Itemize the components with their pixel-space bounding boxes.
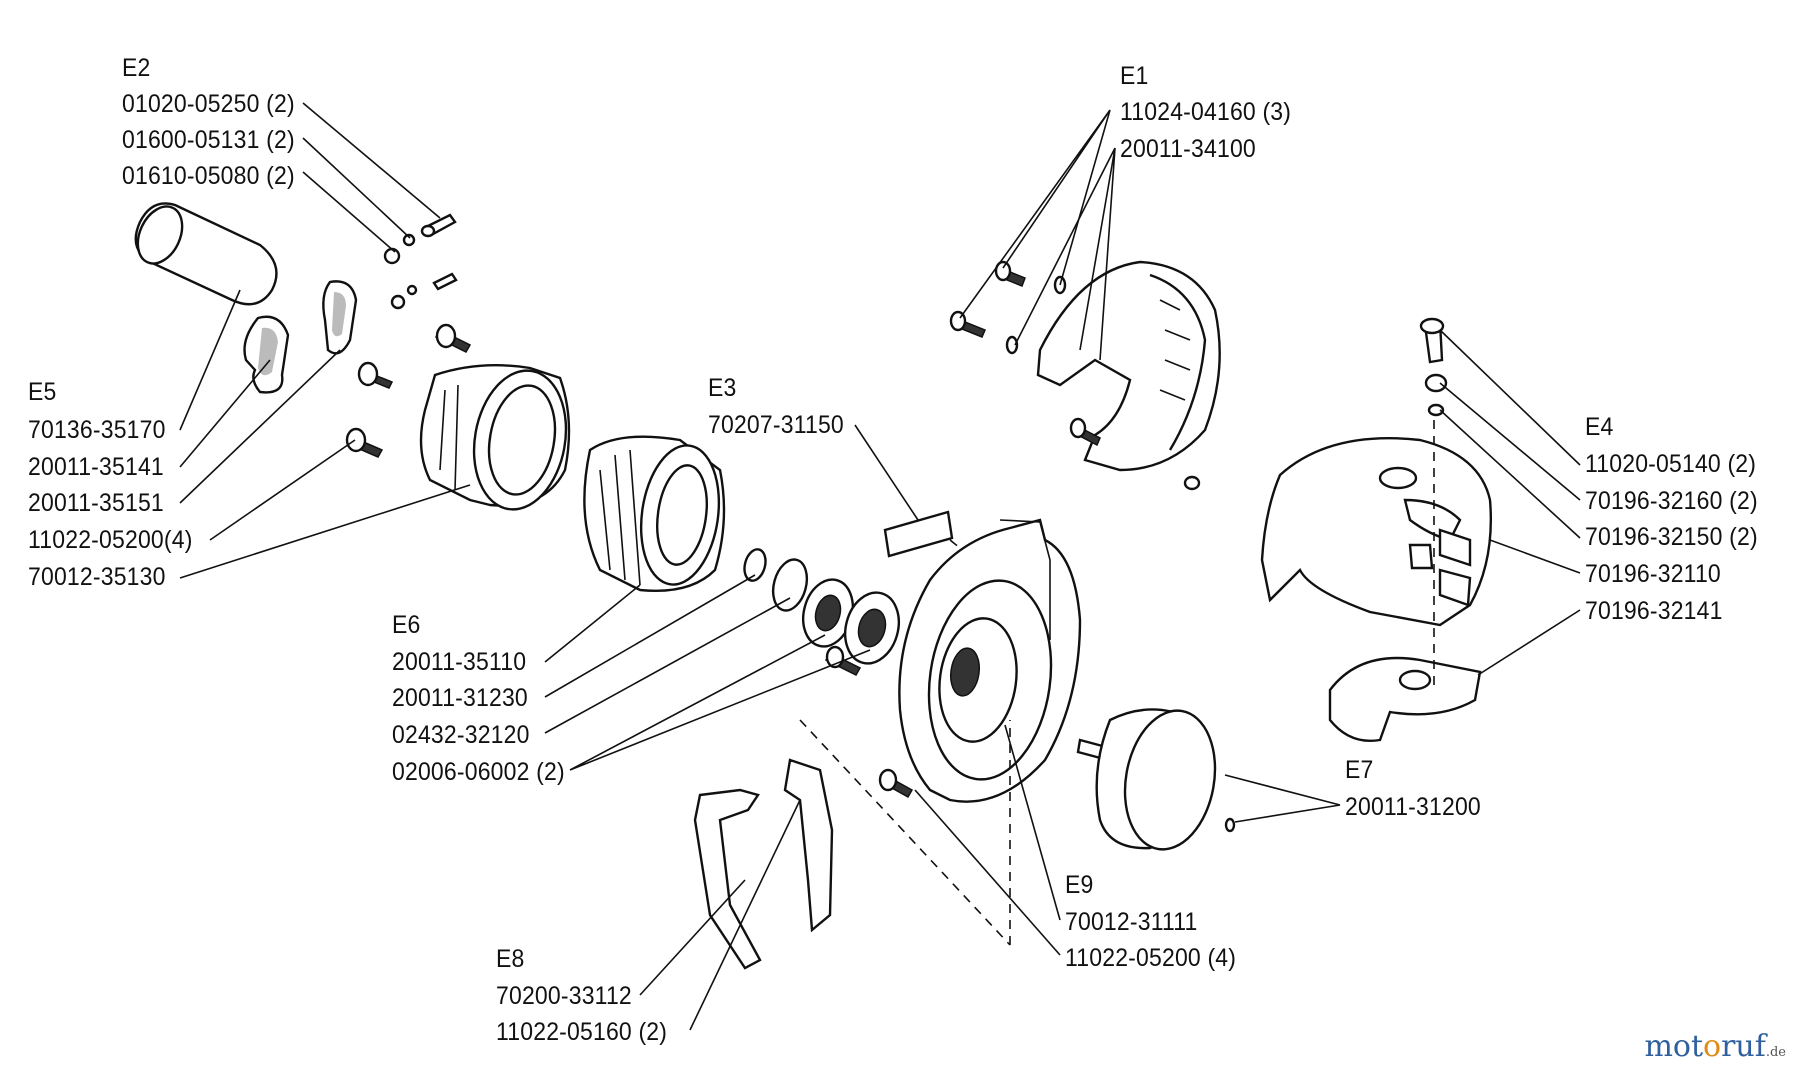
crankcase-e9	[824, 518, 1082, 803]
group-e9-title: E9	[1065, 871, 1094, 899]
group-e4-title: E4	[1585, 413, 1614, 441]
part-e8-1: 70200-33112	[496, 982, 632, 1010]
muffler-e4	[1260, 317, 1493, 742]
group-e3-title: E3	[708, 374, 737, 402]
part-e2-3: 01610-05080 (2)	[122, 162, 295, 190]
group-e5-title: E5	[28, 378, 57, 406]
part-e2-2: 01600-05131 (2)	[122, 126, 295, 154]
part-e5-3: 20011-35151	[28, 489, 164, 517]
clutch-drum-e7	[1076, 708, 1236, 851]
part-e7-1: 20011-31200	[1345, 793, 1481, 821]
part-e6-4: 02006-06002 (2)	[392, 758, 565, 786]
part-e1-2: 20011-34100	[1120, 135, 1256, 163]
sleeve-part	[134, 202, 278, 306]
part-e6-2: 20011-31230	[392, 684, 528, 712]
part-e5-4: 11022-05200(4)	[28, 526, 193, 554]
part-e6-1: 20011-35110	[392, 648, 527, 676]
screws-e2	[383, 213, 458, 310]
housing-e5	[419, 364, 571, 511]
part-e8-2: 11022-05160 (2)	[496, 1018, 668, 1046]
cylinder-e6	[583, 435, 726, 592]
group-e7-title: E7	[1345, 756, 1374, 784]
group-e6-title: E6	[392, 611, 421, 639]
part-e4-5: 70196-32141	[1585, 597, 1723, 625]
leader-lines	[179, 102, 1581, 1031]
shroud-e1	[949, 260, 1221, 491]
part-e4-1: 11020-05140 (2)	[1585, 450, 1757, 478]
part-e6-3: 02432-32120	[392, 721, 530, 749]
part-e5-2: 20011-35141	[28, 453, 164, 481]
watermark-logo: motoruf.de	[1644, 1029, 1786, 1064]
part-e5-5: 70012-35130	[28, 563, 166, 591]
part-e2-1: 01020-05250 (2)	[122, 90, 295, 118]
part-e1-1: 11024-04160 (3)	[1120, 98, 1292, 126]
part-e3-1: 70207-31150	[708, 411, 844, 439]
group-e8-title: E8	[496, 945, 525, 973]
handle-e8	[693, 719, 1011, 970]
part-e9-1: 70012-31111	[1065, 908, 1198, 936]
clamp-part	[243, 280, 358, 394]
group-e2-title: E2	[122, 54, 151, 82]
group-e1-title: E1	[1120, 62, 1149, 90]
bearings-e6	[743, 548, 900, 665]
part-e9-2: 11022-05200 (4)	[1065, 944, 1237, 972]
screws-housing	[345, 323, 472, 458]
part-e4-2: 70196-32160 (2)	[1585, 487, 1758, 515]
part-e5-1: 70136-35170	[28, 416, 166, 444]
part-e4-3: 70196-32150 (2)	[1585, 523, 1758, 551]
part-e4-4: 70196-32110	[1585, 560, 1721, 588]
